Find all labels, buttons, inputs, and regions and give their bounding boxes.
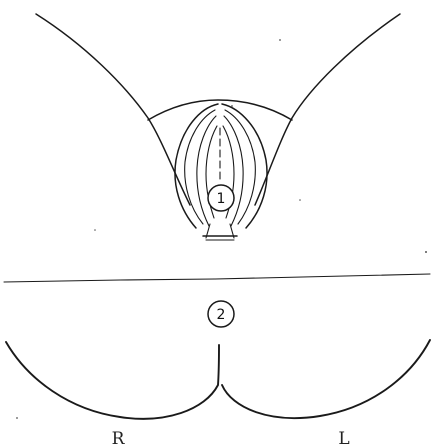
section-divider <box>4 274 430 282</box>
fourchette <box>203 224 237 240</box>
pubic-arc <box>148 100 292 120</box>
scan-specks <box>16 39 427 419</box>
region-marker-2-label: 2 <box>217 307 226 323</box>
lower-contour <box>6 340 430 419</box>
side-label-right: R <box>112 429 126 448</box>
region-marker-1-label: 1 <box>217 191 226 207</box>
right-thigh-curve <box>255 14 400 205</box>
upper-outer-contour <box>36 14 400 205</box>
right-buttock-curve <box>6 342 219 419</box>
region-marker-2: 2 <box>208 301 234 327</box>
left-thigh-curve <box>36 14 190 205</box>
region-marker-1: 1 <box>208 185 234 211</box>
divider-line <box>4 274 430 282</box>
left-buttock-curve <box>222 340 430 418</box>
side-label-left: L <box>338 429 349 448</box>
